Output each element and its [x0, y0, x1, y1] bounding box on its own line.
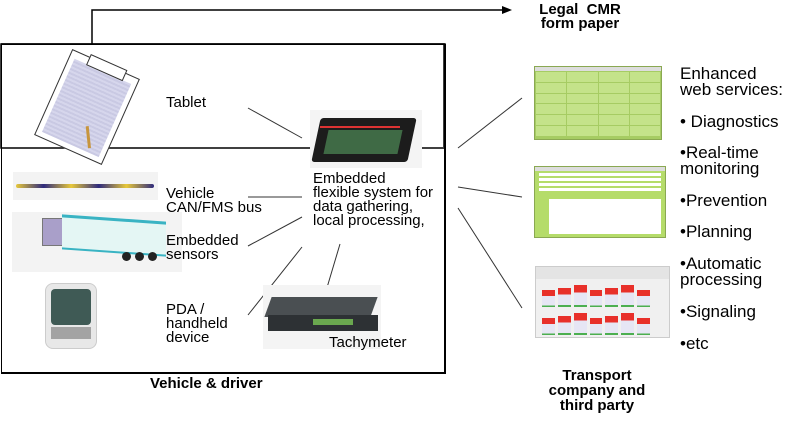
embedded-system-label: Embedded flexible system for data gather… [313, 170, 434, 229]
thumbnail-bar [557, 315, 571, 335]
can-bus-label: Vehicle CAN/FMS bus [166, 185, 262, 216]
service-connector-1 [457, 97, 523, 149]
service-bullet-prevention: •Prevention [680, 191, 768, 210]
trailer-sensors-icon [12, 212, 182, 272]
vehicle-driver-title: Vehicle & driver [150, 375, 263, 392]
tablet-connector [247, 107, 303, 139]
sensors-label: Embedded sensors [166, 232, 239, 263]
service-connector-3 [457, 207, 523, 309]
web-service-dashboard-screenshot [534, 66, 662, 140]
thumbnail-bar [621, 285, 635, 307]
service-bullet-diagnostics: • Diagnostics [680, 112, 779, 131]
thumbnail-bar [589, 318, 603, 335]
tablet-label: Tablet [166, 94, 207, 111]
service-bullet-etc: •etc [680, 334, 709, 353]
service-bullet-realtime: •Real-time monitoring [680, 143, 760, 178]
services-heading: Enhanced web services: [680, 64, 783, 99]
cmr-arrow-line [91, 9, 505, 45]
service-connector-2 [457, 186, 523, 198]
thumbnail-bar [637, 318, 651, 335]
thumbnail-bar [573, 285, 587, 307]
thumbnail-bar [605, 315, 619, 335]
cmr-arrow-head [502, 6, 512, 14]
thumbnail-bar [542, 290, 555, 307]
vehicle-box-frame [1, 44, 446, 374]
tachymeter-icon [263, 285, 381, 349]
thumbnail-bar [637, 290, 651, 307]
thumbnail-bar [573, 313, 587, 335]
service-bullet-signaling: •Signaling [680, 302, 756, 321]
cmr-form-label: Legal CMR form paper [539, 1, 621, 32]
thumbnail-bar [542, 318, 555, 335]
pda-label: PDA / handheld device [166, 301, 228, 346]
web-service-chart-screenshot [535, 266, 670, 338]
service-bullet-automatic: •Automatic processing [680, 254, 763, 289]
service-bullet-planning: •Planning [680, 222, 753, 241]
sensors-connector [247, 216, 303, 247]
transport-company-label: Transport company and third party [548, 367, 646, 414]
pda-icon [45, 283, 97, 349]
pda-connector [247, 246, 303, 316]
embedded-device-icon [310, 110, 422, 168]
can-bus-cable-icon [13, 172, 158, 200]
tachymeter-label: Tachymeter [329, 334, 407, 351]
thumbnail-bar [621, 313, 635, 335]
thumbnail-bar [605, 287, 619, 307]
thumbnail-bar [557, 287, 571, 307]
tachymeter-connector [325, 243, 341, 292]
thumbnail-bar [589, 290, 603, 307]
web-service-form-screenshot [534, 166, 666, 238]
